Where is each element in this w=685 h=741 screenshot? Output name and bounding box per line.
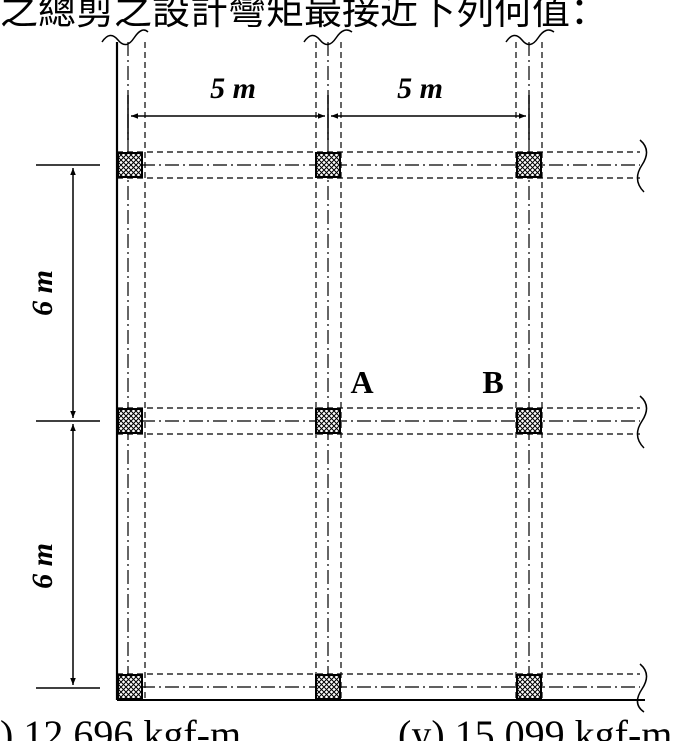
dim-label-5m-left: 5 m <box>210 72 256 105</box>
point-label-b: B <box>482 364 503 400</box>
break-symbols-top <box>101 29 555 46</box>
dim-label-5m-right: 5 m <box>397 72 443 105</box>
question-header-text: 之總剪之設計彎矩最接近下列何值： <box>0 0 608 33</box>
horizontal-grid-centerlines <box>117 164 640 688</box>
horizontal-beam-edges <box>117 151 640 675</box>
column-r2-c1 <box>117 408 143 434</box>
column-r3-c3 <box>516 674 542 700</box>
column-r1-c1 <box>117 152 143 178</box>
dim-label-6m-upper: 6 m <box>26 270 59 316</box>
dim-label-6m-lower: 6 m <box>26 543 59 589</box>
vertical-grid-centerlines <box>127 42 530 700</box>
column-r2-c2 <box>315 408 341 434</box>
option-partial-2: (y) 15.099 kgf-m <box>398 712 672 741</box>
column-r2-c3 <box>516 408 542 434</box>
column-r1-c3 <box>516 152 542 178</box>
column-r1-c2 <box>315 152 341 178</box>
columns <box>117 152 542 700</box>
column-r3-c2 <box>315 674 341 700</box>
point-label-a: A <box>350 364 373 400</box>
column-r3-c1 <box>117 674 143 700</box>
dimension-horizontal <box>127 95 530 140</box>
option-partial-1: ) 12.696 kgf-m <box>0 712 241 741</box>
break-symbols-right <box>636 139 648 713</box>
dimension-vertical <box>36 164 100 689</box>
